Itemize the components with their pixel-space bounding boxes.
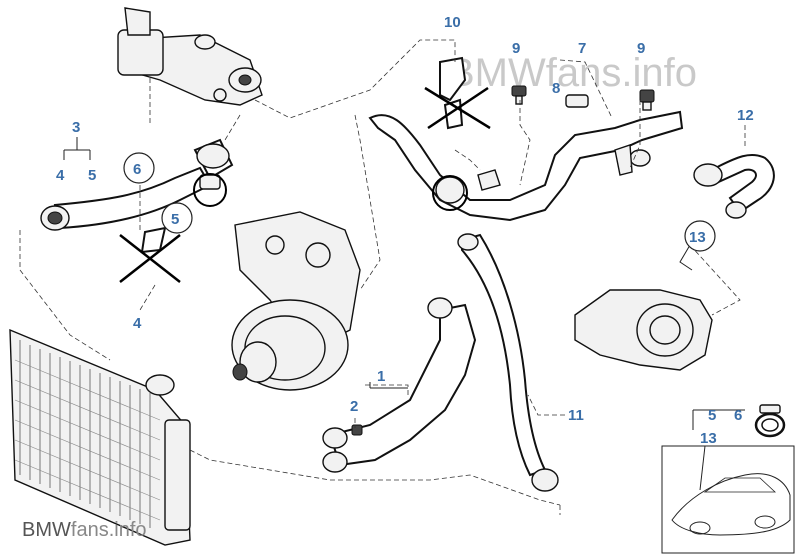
- vehicle-inset: [661, 445, 795, 554]
- callout-10: 10: [444, 14, 461, 31]
- callout-4: 4: [56, 167, 65, 184]
- callout-6: 6: [734, 407, 742, 424]
- callout-6: 6: [133, 161, 141, 178]
- lower-radiator-hose: [322, 297, 477, 473]
- water-pump: [231, 211, 361, 391]
- hose-clamp: [754, 404, 786, 438]
- expansion-tank-hose: [368, 56, 684, 222]
- watermark-brand: BMW: [22, 519, 71, 541]
- hose-11: [457, 233, 559, 492]
- callout-7: 7: [578, 40, 586, 57]
- upper-radiator-hose: [40, 138, 234, 283]
- watermark-bottom: BMWfans.info: [22, 519, 147, 541]
- callout-4: 4: [133, 315, 142, 332]
- callout-13: 13: [689, 229, 706, 246]
- callout-9: 9: [512, 40, 520, 57]
- callout-11: 11: [568, 407, 584, 424]
- callout-9: 9: [637, 40, 645, 57]
- callout-2: 2: [350, 398, 358, 415]
- watermark-suffix: fans.info: [71, 519, 147, 541]
- watermark-top: BMWfans.info: [448, 51, 697, 95]
- callout-labels: 10 9 7 9 8 12 3 4 5 6 5 4 13 1 2 11 5 6 …: [56, 14, 754, 447]
- auxiliary-water-pump: [574, 289, 713, 371]
- callout-3: 3: [72, 119, 80, 136]
- callout-13: 13: [700, 430, 717, 447]
- hose-connector-8: [565, 94, 589, 108]
- callout-6-circle: [123, 152, 155, 184]
- thermostat-housing: [117, 7, 263, 106]
- callout-12: 12: [737, 107, 754, 124]
- callout-1: 1: [377, 368, 385, 385]
- callout-13-circle: [684, 220, 716, 252]
- radiator: [9, 328, 191, 546]
- callout-5: 5: [88, 167, 96, 184]
- leader-lines: [19, 39, 746, 515]
- callout-5: 5: [708, 407, 716, 424]
- bleed-screw-9a: [511, 85, 527, 105]
- callout-5: 5: [171, 211, 179, 228]
- callout-8: 8: [552, 80, 560, 97]
- callout-5-circle: [161, 202, 193, 234]
- bleed-screw-9b: [639, 89, 655, 111]
- hose-12: [693, 153, 775, 219]
